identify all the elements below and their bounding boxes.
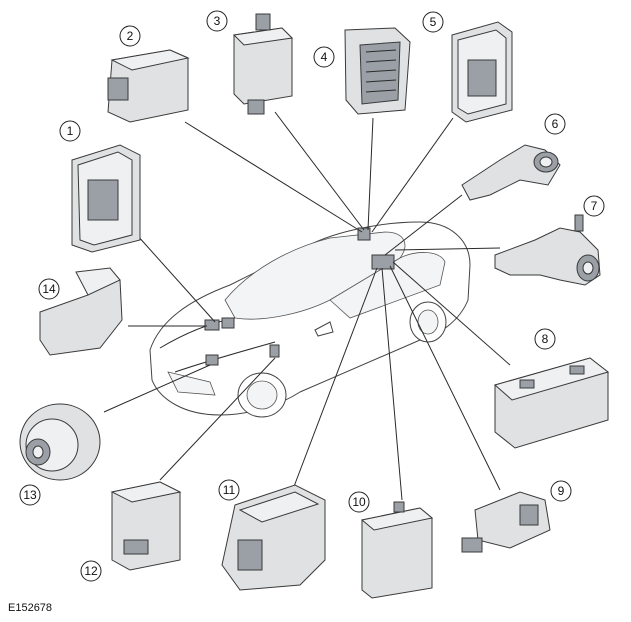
- car-module-front-a: [204, 319, 220, 331]
- callout-13: 13: [19, 484, 41, 506]
- component-14-module: [39, 267, 123, 356]
- callout-2: 2: [119, 25, 141, 47]
- svg-text:2: 2: [127, 29, 134, 43]
- component-3-module: [232, 13, 294, 115]
- component-10-aux-battery: [360, 501, 434, 599]
- callout-1: 1: [59, 120, 81, 142]
- svg-text:3: 3: [214, 14, 221, 28]
- callout-7: 7: [583, 195, 605, 217]
- leader-lines: [103, 111, 511, 501]
- callout-4: 4: [313, 46, 335, 68]
- component-1-fuse-box: [71, 144, 141, 253]
- callout-12: 12: [80, 560, 102, 582]
- component-13-alternator: [19, 403, 101, 481]
- svg-text:13: 13: [23, 488, 37, 502]
- component-11-housing: [221, 484, 326, 591]
- component-8-battery: [493, 357, 610, 449]
- svg-text:7: 7: [591, 199, 598, 213]
- car-module-ecm-loc: [269, 344, 280, 358]
- callout-markers: 1 2 3 4 5 6 7 8 9 10 11 12 13 14: [19, 10, 605, 582]
- svg-text:10: 10: [352, 495, 366, 509]
- component-2-control-module: [107, 49, 190, 123]
- car-module-alternator-loc: [205, 354, 219, 366]
- svg-text:1: 1: [67, 124, 74, 138]
- callout-8: 8: [534, 328, 556, 350]
- callout-6: 6: [544, 113, 566, 135]
- callout-11: 11: [218, 479, 240, 501]
- svg-text:9: 9: [558, 484, 565, 498]
- svg-text:11: 11: [223, 483, 236, 497]
- svg-text:6: 6: [552, 117, 559, 131]
- component-12-ecm: [110, 481, 182, 571]
- component-6-battery-terminal: [461, 144, 561, 201]
- component-5-fuse-box: [451, 21, 513, 123]
- callout-5: 5: [422, 11, 444, 33]
- callout-3: 3: [206, 10, 228, 32]
- callout-9: 9: [550, 480, 572, 502]
- component-4-finned-module: [344, 27, 411, 115]
- callout-14: 14: [38, 278, 60, 300]
- svg-text:14: 14: [42, 282, 56, 296]
- svg-text:8: 8: [542, 332, 549, 346]
- component-9-connector: [461, 491, 551, 553]
- component-7-battery-terminal: [494, 214, 601, 286]
- svg-text:4: 4: [321, 50, 328, 64]
- callout-10: 10: [348, 491, 370, 513]
- car-module-front-b: [221, 317, 235, 329]
- svg-text:5: 5: [430, 15, 437, 29]
- svg-text:12: 12: [84, 564, 98, 578]
- car-module-rear: [371, 254, 395, 270]
- vehicle-illustration: [149, 221, 471, 418]
- figure-id-label: E152678: [8, 602, 52, 614]
